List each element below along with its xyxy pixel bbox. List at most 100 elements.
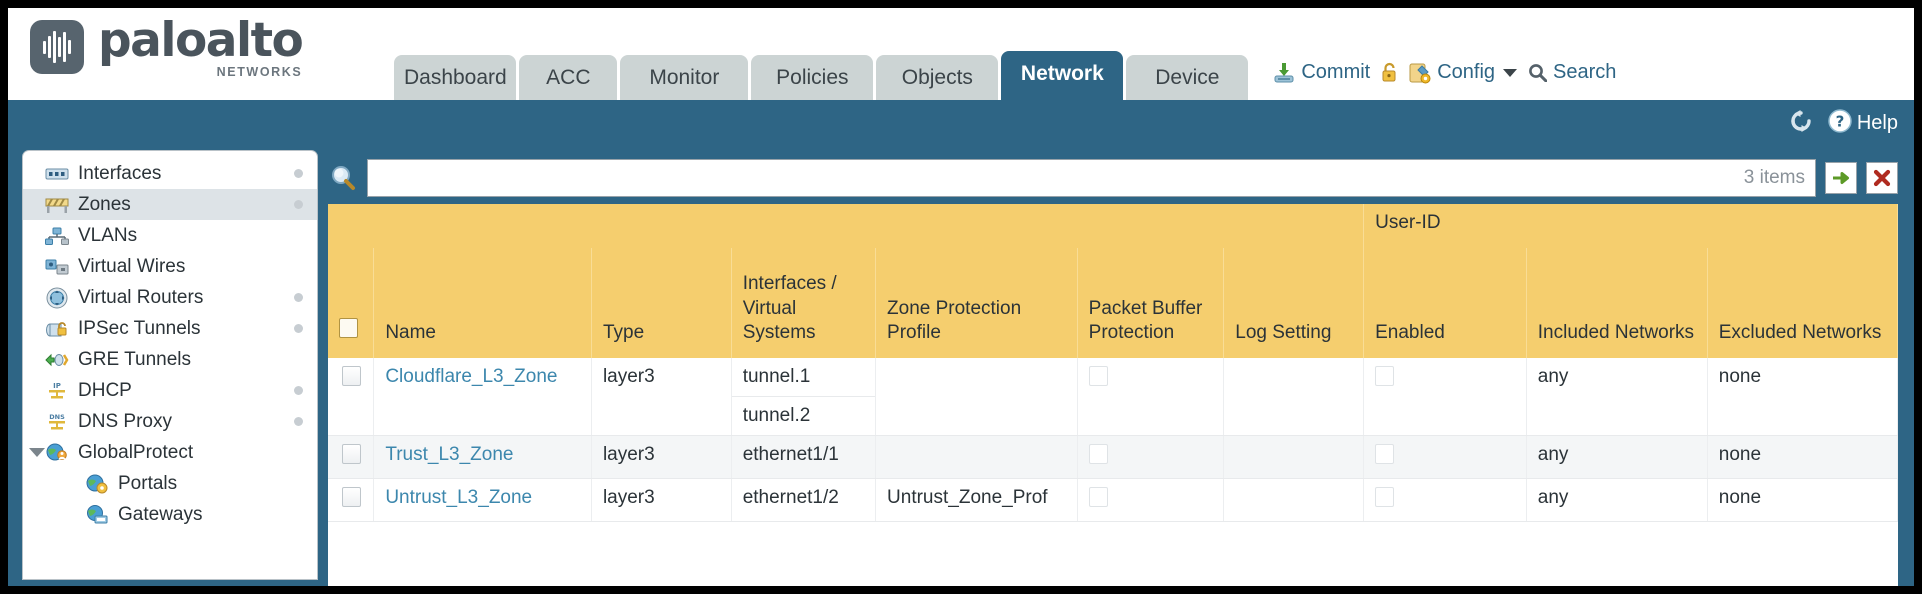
refresh-icon[interactable] bbox=[1788, 110, 1814, 137]
chevron-down-icon bbox=[1503, 68, 1518, 77]
row-checkbox[interactable] bbox=[342, 366, 361, 387]
table-search-row: 3 items bbox=[328, 158, 1898, 198]
packet-buffer-protection-cell bbox=[1077, 435, 1225, 480]
table-search-input[interactable]: 3 items bbox=[367, 159, 1816, 197]
config-menu[interactable]: Config bbox=[1409, 61, 1518, 84]
column-header-log-setting[interactable]: Log Setting bbox=[1223, 248, 1365, 359]
sidebar-item-ipsec-tunnels[interactable]: IPSec Tunnels bbox=[23, 313, 317, 344]
status-dot bbox=[294, 200, 303, 209]
item-count-label: 3 items bbox=[1743, 167, 1805, 188]
row-checkbox[interactable] bbox=[342, 444, 361, 465]
packet-buffer-protection-cell bbox=[1077, 478, 1225, 523]
userid-enabled-checkbox[interactable] bbox=[1375, 487, 1395, 508]
sidebar-item-gateways[interactable]: Gateways bbox=[23, 499, 317, 530]
sidebar-item-label: Virtual Routers bbox=[78, 286, 204, 308]
sidebar-item-vlans[interactable]: VLANs bbox=[23, 220, 317, 251]
zone-name-cell: Untrust_L3_Zone bbox=[373, 478, 592, 523]
zone-name-link[interactable]: Untrust_L3_Zone bbox=[385, 487, 533, 509]
main-nav-tabs: Dashboard ACC Monitor Policies Objects N… bbox=[394, 8, 1251, 100]
portals-icon bbox=[85, 474, 109, 494]
column-header-excluded-networks[interactable]: Excluded Networks bbox=[1707, 248, 1898, 359]
sidebar-item-label: VLANs bbox=[78, 224, 138, 246]
column-header-packet-buffer-protection[interactable]: Packet Buffer Protection bbox=[1077, 248, 1225, 359]
userid-enabled-cell bbox=[1363, 358, 1527, 437]
expander-triangle-icon[interactable] bbox=[29, 448, 45, 457]
userid-enabled-checkbox[interactable] bbox=[1375, 366, 1395, 387]
packet-buffer-protection-checkbox[interactable] bbox=[1088, 487, 1108, 508]
sidebar-item-interfaces[interactable]: Interfaces bbox=[23, 158, 317, 189]
column-header-zone-protection-profile[interactable]: Zone Protection Profile bbox=[875, 248, 1078, 359]
sidebar-item-dns-proxy[interactable]: DNS DNS Proxy bbox=[23, 406, 317, 437]
packet-buffer-protection-checkbox[interactable] bbox=[1088, 366, 1108, 387]
column-header-interfaces[interactable]: Interfaces / Virtual Systems bbox=[731, 248, 877, 359]
sidebar-item-zones[interactable]: Zones bbox=[23, 189, 317, 220]
tab-monitor[interactable]: Monitor bbox=[620, 55, 749, 100]
sidebar-item-dhcp[interactable]: IP DHCP bbox=[23, 375, 317, 406]
zone-protection-profile-cell bbox=[875, 358, 1078, 437]
zone-type-cell: layer3 bbox=[591, 358, 732, 437]
tab-policies[interactable]: Policies bbox=[751, 55, 874, 100]
row-checkbox[interactable] bbox=[342, 487, 361, 508]
packet-buffer-protection-checkbox[interactable] bbox=[1088, 444, 1108, 465]
interface-entry: tunnel.2 bbox=[742, 405, 811, 427]
column-header-name[interactable]: Name bbox=[373, 248, 592, 359]
sidebar-item-virtual-wires[interactable]: Virtual Wires bbox=[23, 251, 317, 282]
zones-icon bbox=[45, 195, 69, 215]
sidebar-item-label: Zones bbox=[78, 193, 131, 215]
sub-toolbar: ? Help bbox=[8, 100, 1914, 150]
tab-objects[interactable]: Objects bbox=[876, 55, 999, 100]
select-all-header bbox=[328, 248, 375, 359]
table-row[interactable]: Untrust_L3_Zone layer3 ethernet1/2 Untru… bbox=[328, 478, 1898, 523]
search-label: Search bbox=[1553, 61, 1617, 83]
zone-protection-profile-cell bbox=[875, 435, 1078, 480]
sidebar-item-label: IPSec Tunnels bbox=[78, 317, 201, 339]
brand-text: paloalto NETWORKS bbox=[98, 17, 304, 79]
tab-acc[interactable]: ACC bbox=[519, 55, 618, 100]
zone-name-link[interactable]: Trust_L3_Zone bbox=[385, 444, 514, 466]
table-row[interactable]: Trust_L3_Zone layer3 ethernet1/1 any bbox=[328, 435, 1898, 480]
paloalto-logo-icon bbox=[30, 20, 84, 75]
sidebar-item-virtual-routers[interactable]: Virtual Routers bbox=[23, 282, 317, 313]
search-button[interactable]: Search bbox=[1528, 61, 1616, 84]
sidebar-item-globalprotect[interactable]: GlobalProtect bbox=[23, 437, 317, 468]
sidebar-item-label: DNS Proxy bbox=[78, 410, 172, 432]
sidebar-item-portals[interactable]: Portals bbox=[23, 468, 317, 499]
apply-filter-button[interactable] bbox=[1825, 162, 1857, 194]
svg-text:DNS: DNS bbox=[49, 413, 65, 421]
config-label: Config bbox=[1437, 61, 1496, 83]
sub-toolbar-actions: ? Help bbox=[1788, 109, 1898, 138]
sidebar-item-label: Virtual Wires bbox=[78, 255, 186, 277]
group-header-spacer bbox=[328, 204, 1365, 249]
config-icon bbox=[1409, 62, 1431, 84]
row-select-cell bbox=[328, 358, 375, 437]
table-group-header-row: User-ID bbox=[328, 204, 1898, 249]
tab-network[interactable]: Network bbox=[1001, 51, 1124, 100]
userid-enabled-checkbox[interactable] bbox=[1375, 444, 1395, 465]
virtual-routers-icon bbox=[45, 287, 69, 308]
commit-button[interactable]: Commit bbox=[1273, 61, 1370, 84]
zone-name-link[interactable]: Cloudflare_L3_Zone bbox=[385, 366, 558, 388]
sidebar-item-label: GlobalProtect bbox=[78, 441, 194, 463]
status-dot bbox=[294, 293, 303, 302]
select-all-checkbox[interactable] bbox=[339, 318, 358, 338]
zone-name-cell: Cloudflare_L3_Zone bbox=[373, 358, 592, 437]
sidebar-item-gre-tunnels[interactable]: GRE Tunnels bbox=[23, 344, 317, 375]
ipsec-tunnels-icon bbox=[45, 319, 69, 339]
interfaces-icon bbox=[45, 164, 69, 184]
tab-device[interactable]: Device bbox=[1126, 55, 1249, 100]
help-label: Help bbox=[1856, 112, 1898, 134]
packet-buffer-protection-cell bbox=[1077, 358, 1225, 437]
sidebar-item-label: Interfaces bbox=[78, 162, 162, 184]
tab-dashboard[interactable]: Dashboard bbox=[394, 55, 517, 100]
help-button[interactable]: ? Help bbox=[1828, 109, 1898, 138]
brand-logo[interactable]: paloalto NETWORKS bbox=[30, 17, 304, 79]
column-header-included-networks[interactable]: Included Networks bbox=[1526, 248, 1708, 359]
lock-icon[interactable] bbox=[1381, 62, 1398, 83]
column-header-type[interactable]: Type bbox=[591, 248, 732, 359]
clear-filter-button[interactable] bbox=[1866, 162, 1898, 194]
zones-table: User-ID Name Type Interfaces / Virtual S… bbox=[328, 204, 1898, 523]
table-search-icon[interactable] bbox=[328, 163, 358, 193]
column-header-enabled[interactable]: Enabled bbox=[1363, 248, 1527, 359]
dhcp-icon: IP bbox=[45, 381, 69, 401]
